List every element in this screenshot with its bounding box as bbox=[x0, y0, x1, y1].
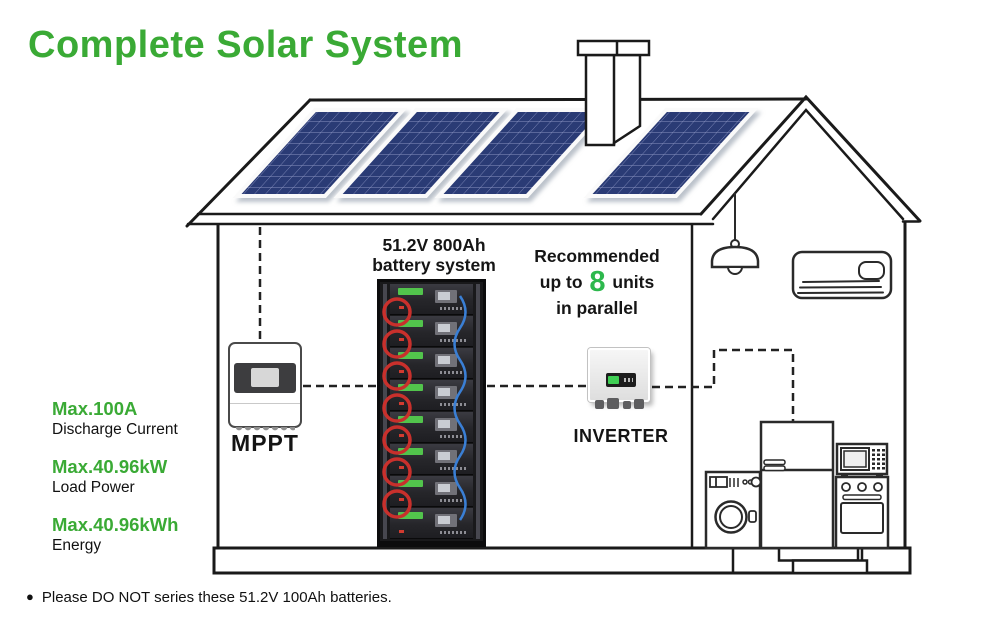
inverter-connector bbox=[634, 399, 644, 409]
recommendation-line1: Recommended bbox=[534, 246, 660, 266]
mppt-panel-divider bbox=[230, 403, 300, 404]
battery-module-vents bbox=[440, 371, 468, 374]
mppt-unit bbox=[228, 342, 302, 432]
mppt-label: MPPT bbox=[231, 430, 299, 456]
recommendation-prefix: up to bbox=[539, 272, 583, 292]
battery-module-vents bbox=[440, 307, 468, 310]
foundation bbox=[212, 546, 912, 575]
battery-module bbox=[390, 412, 473, 443]
mppt-screen-bezel bbox=[234, 363, 296, 393]
battery-module-display bbox=[435, 482, 457, 495]
spec-label: Load Power bbox=[52, 479, 135, 496]
spec-list: Max.100A Discharge Current Max.40.96kW L… bbox=[52, 398, 178, 572]
washing-machine-icon bbox=[704, 470, 762, 550]
battery-module-led bbox=[399, 402, 404, 405]
spec-value: Max.40.96kW bbox=[52, 456, 168, 477]
battery-heading: 51.2V 800Ah battery system bbox=[348, 235, 520, 275]
spec-value: Max.40.96kWh bbox=[52, 514, 179, 535]
battery-module-vents bbox=[440, 531, 468, 534]
microwave-icon bbox=[835, 442, 889, 477]
chimney bbox=[576, 39, 651, 147]
battery-brand-chip bbox=[398, 288, 423, 295]
battery-brand-chip bbox=[398, 416, 423, 423]
battery-brand-chip bbox=[398, 384, 423, 391]
solar-panel-4 bbox=[583, 108, 759, 198]
battery-module bbox=[390, 476, 473, 507]
battery-brand-chip bbox=[398, 448, 423, 455]
air-conditioner-icon bbox=[791, 250, 893, 300]
inverter-connector bbox=[595, 400, 604, 409]
inverter-connector bbox=[623, 401, 631, 409]
spec-label: Energy bbox=[52, 537, 102, 554]
battery-module-display bbox=[435, 322, 457, 335]
spec-discharge-current: Max.100A Discharge Current bbox=[52, 398, 178, 439]
refrigerator-icon bbox=[759, 420, 835, 550]
battery-cabinet bbox=[377, 279, 486, 547]
battery-module-display bbox=[435, 418, 457, 431]
battery-brand-chip bbox=[398, 480, 423, 487]
recommendation-note: Recommended up to 8 units in parallel bbox=[512, 243, 682, 321]
spec-load-power: Max.40.96kW Load Power bbox=[52, 456, 178, 497]
battery-module-led bbox=[399, 530, 404, 533]
footnote: ● Please DO NOT series these 51.2V 100Ah … bbox=[26, 589, 392, 606]
battery-brand-chip bbox=[398, 320, 423, 327]
battery-module-display bbox=[435, 386, 457, 399]
battery-module-vents bbox=[440, 403, 468, 406]
inverter-display bbox=[606, 373, 636, 387]
footnote-text: Please DO NOT series these 51.2V 100Ah b… bbox=[41, 589, 392, 606]
battery-module bbox=[390, 508, 473, 539]
battery-module-vents bbox=[440, 435, 468, 438]
spec-label: Discharge Current bbox=[52, 421, 178, 438]
battery-module-display bbox=[435, 514, 457, 527]
inverter-connector bbox=[607, 398, 619, 409]
battery-module-led bbox=[399, 466, 404, 469]
battery-brand-chip bbox=[398, 352, 423, 359]
battery-module bbox=[390, 380, 473, 411]
roof-outline bbox=[185, 94, 922, 228]
solar-panel-1 bbox=[232, 108, 408, 198]
battery-heading-line2: battery system bbox=[372, 255, 496, 275]
spec-value: Max.100A bbox=[52, 398, 138, 419]
battery-heading-line1: 51.2V 800Ah bbox=[382, 235, 486, 255]
recommendation-suffix: units bbox=[612, 272, 655, 292]
battery-module-vents bbox=[440, 499, 468, 502]
page-title: Complete Solar System bbox=[28, 24, 463, 66]
battery-module-led bbox=[399, 306, 404, 309]
stove-oven-icon bbox=[834, 475, 890, 550]
battery-module-led bbox=[399, 338, 404, 341]
inverter-screen bbox=[608, 376, 619, 384]
battery-module-led bbox=[399, 370, 404, 373]
mppt-screen bbox=[251, 368, 279, 387]
recommendation-count: 8 bbox=[589, 266, 606, 298]
bullet-icon: ● bbox=[26, 589, 34, 604]
battery-module-vents bbox=[440, 467, 468, 470]
battery-module-display bbox=[435, 290, 457, 303]
inverter-unit bbox=[588, 348, 650, 409]
battery-module-display bbox=[435, 450, 457, 463]
wiring bbox=[258, 227, 795, 421]
wire-inverter-to-loads bbox=[652, 348, 795, 421]
mppt-terminals bbox=[235, 427, 295, 432]
recommendation-line2: up to 8 units bbox=[512, 266, 682, 298]
inverter-label: INVERTER bbox=[573, 426, 669, 446]
battery-module-led bbox=[399, 498, 404, 501]
battery-module bbox=[390, 444, 473, 475]
spec-energy: Max.40.96kWh Energy bbox=[52, 514, 178, 555]
battery-module-display bbox=[435, 354, 457, 367]
inverter-buttons bbox=[624, 378, 633, 382]
battery-brand-chip bbox=[398, 512, 423, 519]
battery-module bbox=[390, 284, 473, 315]
battery-module bbox=[390, 348, 473, 379]
recommendation-line3: in parallel bbox=[556, 298, 638, 318]
battery-module-led bbox=[399, 434, 404, 437]
battery-module-vents bbox=[440, 339, 468, 342]
solar-panel-2 bbox=[333, 108, 509, 198]
ceiling-lamp-icon bbox=[710, 193, 760, 275]
battery-module bbox=[390, 316, 473, 347]
solar-panel-array bbox=[232, 108, 759, 198]
